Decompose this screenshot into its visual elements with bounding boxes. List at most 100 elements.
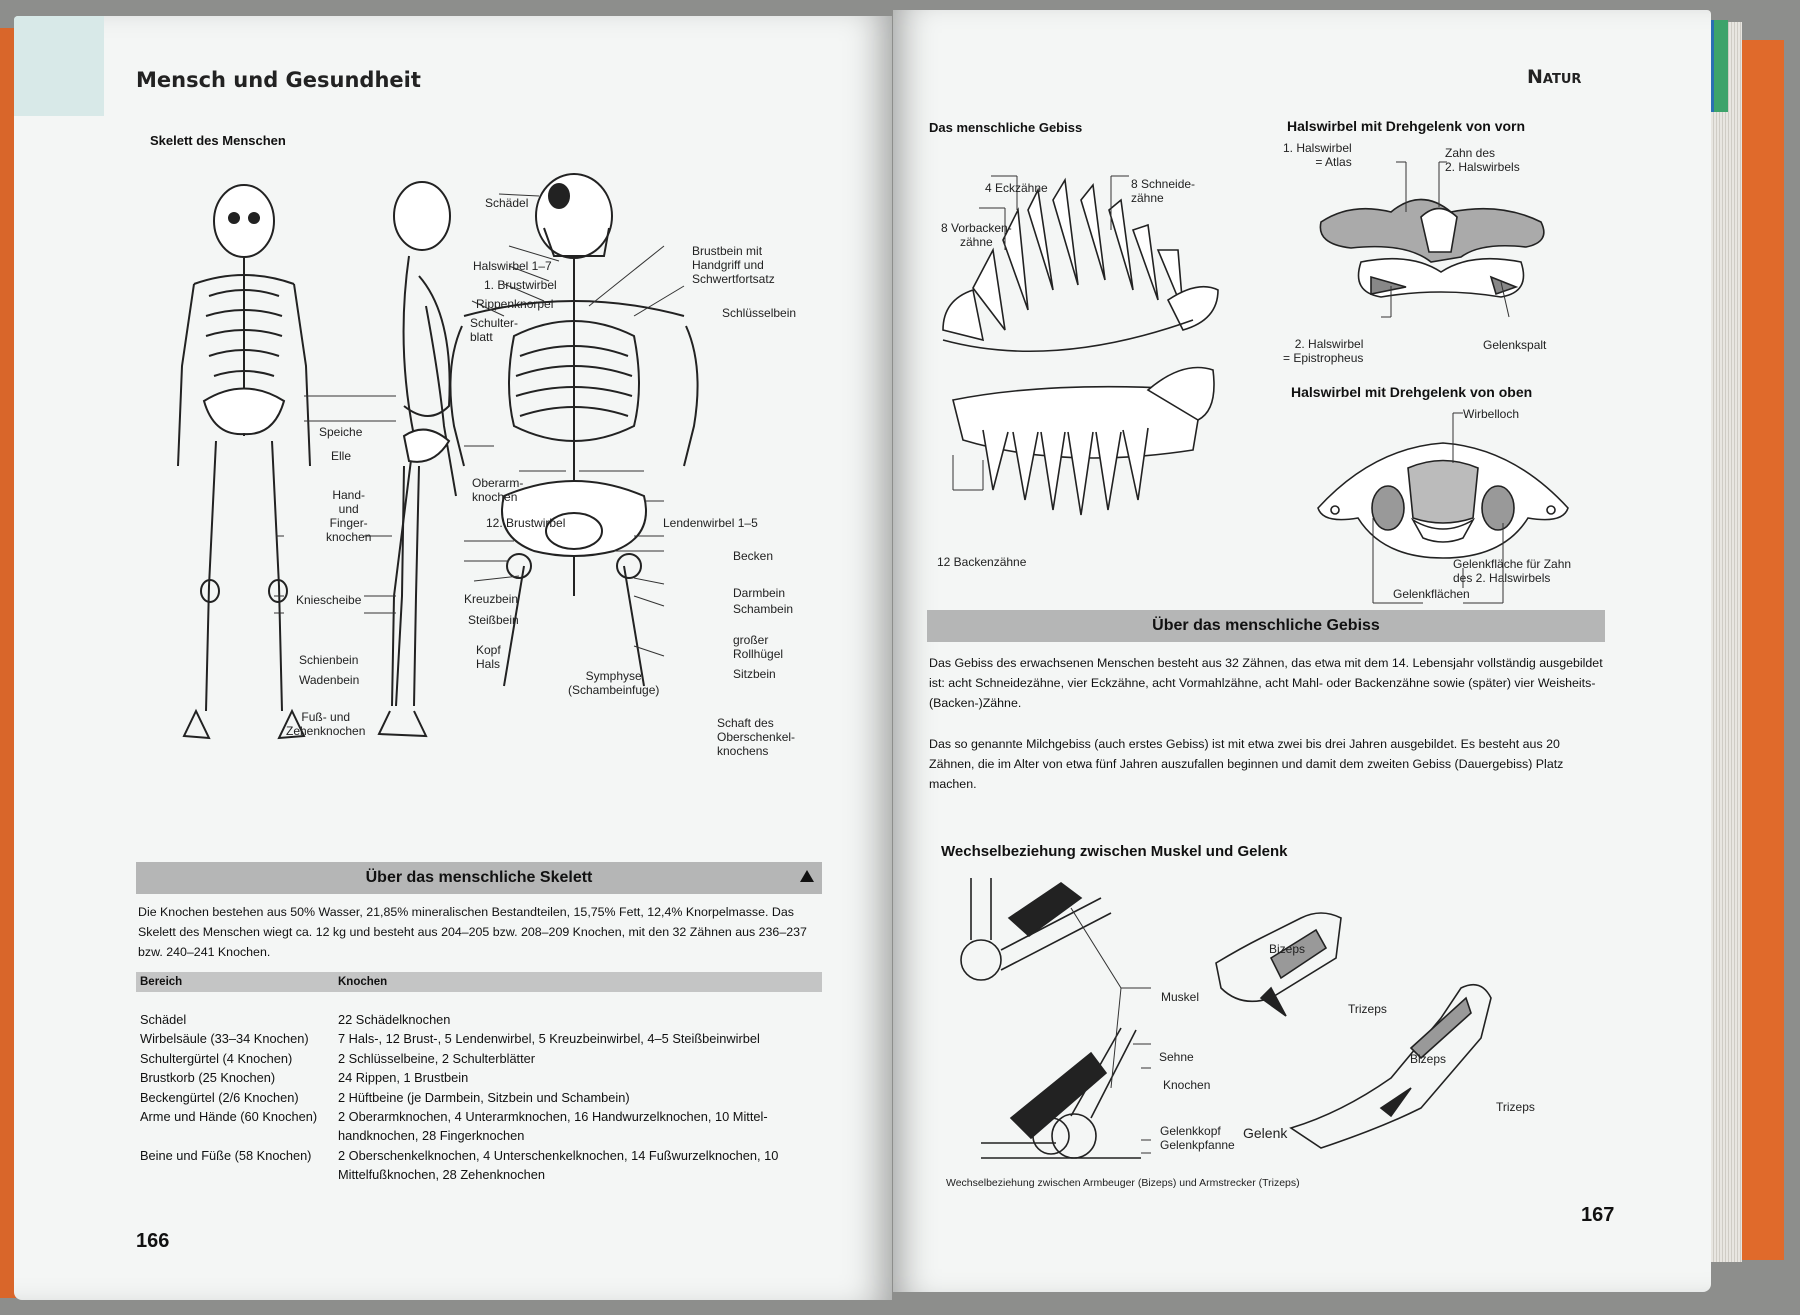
label-epistropheus: 2. Halswirbel = Epistropheus bbox=[1283, 337, 1364, 365]
table-cell: Schädel bbox=[140, 1012, 187, 1027]
table-cell: 7 Hals-, 12 Brust-, 5 Lendenwirbel, 5 Kr… bbox=[338, 1031, 760, 1047]
label-elle: Elle bbox=[331, 449, 352, 463]
table-header-cell: Knochen bbox=[338, 976, 388, 988]
label-symphyse: Symphyse (Schambeinfuge) bbox=[568, 669, 660, 697]
label-brustwirbel-12: 12. Brustwirbel bbox=[486, 516, 566, 530]
skelett-info-text: Die Knochen bestehen aus 50% Wasser, 21,… bbox=[138, 905, 807, 959]
label-kopf-hals: Kopf Hals bbox=[476, 643, 501, 671]
figure-caption: Wechselbeziehung zwischen Armbeuger (Biz… bbox=[946, 1177, 1300, 1189]
muscle-joint-figure bbox=[960, 878, 1492, 1159]
running-head: Mensch und Gesundheit bbox=[136, 68, 421, 92]
book-cover-right bbox=[1736, 40, 1784, 1260]
label-bizeps-1: Bizeps bbox=[1269, 942, 1306, 956]
skelett-info-bar: Über das menschliche Skelett bbox=[136, 862, 822, 894]
table-header: Bereich Knochen bbox=[136, 972, 822, 992]
label-wadenbein: Wadenbein bbox=[299, 673, 360, 687]
table-cell: 24 Rippen, 1 Brustbein bbox=[338, 1070, 469, 1086]
label-schneidezaehne: 8 Schneide- zähne bbox=[1131, 177, 1196, 205]
tab-green-2 bbox=[1714, 20, 1728, 112]
table-cell: Arme und Hände (60 Knochen) bbox=[140, 1109, 318, 1125]
label-hand: Hand- und Finger- knochen bbox=[326, 488, 372, 544]
page-number-left: 166 bbox=[136, 1230, 170, 1252]
label-schaedel: Schädel bbox=[485, 196, 529, 210]
label-sehne: Sehne bbox=[1159, 1050, 1194, 1064]
label-becken: Becken bbox=[733, 549, 774, 563]
label-brustbein: Brustbein mit Handgriff und Schwertforts… bbox=[692, 244, 775, 286]
table-cell: 22 Schädelknochen bbox=[338, 1012, 451, 1027]
label-gelenkflaechen: Gelenkflächen bbox=[1393, 587, 1470, 601]
label-lendenwirbel: Lendenwirbel 1–5 bbox=[663, 516, 758, 530]
label-schulterblatt: Schulter- blatt bbox=[470, 316, 519, 344]
table-cell: Beckengürtel (2/6 Knochen) bbox=[140, 1089, 299, 1105]
label-vorbackenzaehne: 8 Vorbacken- zähne bbox=[941, 221, 1012, 249]
label-rollhuegel: großer Rollhügel bbox=[733, 633, 784, 661]
label-zahn: Zahn des 2. Halswirbels bbox=[1445, 146, 1520, 174]
label-wirbelloch: Wirbelloch bbox=[1463, 407, 1520, 421]
label-fuss: Fuß- und Zehenknochen bbox=[286, 710, 366, 738]
bones-table: Bereich Knochen Schädel 22 Schädelknochen… bbox=[136, 972, 822, 1185]
table-cell: 2 Oberarmknochen, 4 Unterarmknochen, 16 … bbox=[338, 1109, 768, 1144]
table-row: Arme und Hände (60 Knochen) 2 Oberarmknoc… bbox=[136, 1107, 822, 1146]
gebiss-info-bar: Über das menschliche Gebiss bbox=[927, 610, 1605, 642]
table-cell: Schultergürtel (4 Knochen) bbox=[140, 1050, 293, 1066]
left-page: Mensch und Gesundheit Skelett des Mensch… bbox=[14, 16, 892, 1300]
label-trizeps-1: Trizeps bbox=[1348, 1002, 1387, 1016]
label-atlas: 1. Halswirbel = Atlas bbox=[1283, 141, 1352, 169]
label-knochen: Knochen bbox=[1163, 1078, 1211, 1092]
table-row: Beine und Füße (58 Knochen) 2 Oberschenke… bbox=[136, 1146, 822, 1185]
page-number-right: 167 bbox=[1581, 1204, 1615, 1226]
label-kreuzbein: Kreuzbein bbox=[464, 592, 519, 606]
table-cell: 2 Hüftbeine (je Darmbein, Sitzbein und S… bbox=[338, 1089, 630, 1105]
vertebra-front-figure bbox=[1319, 161, 1545, 318]
label-backenzaehne: 12 Backenzähne bbox=[937, 555, 1027, 569]
label-gelenk: Gelenk bbox=[1243, 1125, 1288, 1141]
running-head-right: Natur bbox=[1527, 66, 1582, 88]
table-cell: Brustkorb (25 Knochen) bbox=[140, 1070, 276, 1086]
table-cell: Beine und Füße (58 Knochen) bbox=[140, 1147, 312, 1163]
gebiss-info-text-1: Das Gebiss des erwachsenen Menschen best… bbox=[929, 656, 1603, 710]
hw-front-title: Halswirbel mit Drehgelenk von vorn bbox=[1287, 118, 1526, 134]
label-trizeps-2: Trizeps bbox=[1496, 1100, 1535, 1114]
hw-top-title: Halswirbel mit Drehgelenk von oben bbox=[1291, 384, 1533, 400]
label-gelenkpfanne: Gelenkpfanne bbox=[1160, 1138, 1235, 1152]
label-muskel: Muskel bbox=[1161, 990, 1200, 1004]
label-gelenkkopf: Gelenkkopf bbox=[1160, 1124, 1221, 1138]
gebiss-title: Das menschliche Gebiss bbox=[929, 120, 1083, 135]
table-row: Brustkorb (25 Knochen) 24 Rippen, 1 Brust… bbox=[136, 1068, 822, 1087]
vertebra-top-figure bbox=[1317, 412, 1569, 604]
gebiss-info-text-2: Das so genannte Milchgebiss (auch erstes… bbox=[929, 737, 1564, 791]
label-schluesselbein: Schlüsselbein bbox=[722, 306, 797, 320]
header-tint bbox=[14, 16, 104, 116]
label-gelenkspalt: Gelenkspalt bbox=[1483, 338, 1547, 352]
table-row: Schädel 22 Schädelknochen bbox=[136, 1010, 822, 1029]
label-schaft: Schaft des Oberschenkel- knochens bbox=[717, 716, 796, 758]
label-bizeps-2: Bizeps bbox=[1410, 1052, 1447, 1066]
right-page: Natur Das menschliche Gebiss bbox=[893, 10, 1711, 1292]
label-gelenkflaeche: Gelenkfläche für Zahn des 2. Halswirbels bbox=[1453, 557, 1572, 585]
label-darmbein: Darmbein bbox=[733, 586, 786, 600]
section-title: Skelett des Menschen bbox=[150, 133, 286, 148]
table-row: Wirbelsäule (33–34 Knochen) 7 Hals-, 12 B… bbox=[136, 1029, 822, 1048]
label-oberarmknochen: Oberarm- knochen bbox=[472, 476, 524, 504]
teeth-figure bbox=[942, 175, 1219, 516]
table-cell: 2 Oberschenkelknochen, 4 Unterschenkelkn… bbox=[338, 1147, 779, 1183]
label-brustwirbel-1: 1. Brustwirbel bbox=[484, 278, 557, 292]
label-eckzaehne: 4 Eckzähne bbox=[985, 181, 1048, 195]
skeleton-figure bbox=[177, 173, 699, 740]
label-rippenknorpel: Rippenknorpel bbox=[476, 297, 554, 311]
label-sitzbein: Sitzbein bbox=[733, 667, 776, 681]
table-cell: 2 Schlüsselbeine, 2 Schulterblätter bbox=[338, 1050, 536, 1066]
muskel-title: Wechselbeziehung zwischen Muskel und Gel… bbox=[941, 843, 1288, 860]
table-row: Schultergürtel (4 Knochen) 2 Schlüsselbei… bbox=[136, 1049, 822, 1068]
table-row: Beckengürtel (2/6 Knochen) 2 Hüftbeine (j… bbox=[136, 1088, 822, 1107]
label-kniescheibe: Kniescheibe bbox=[296, 593, 362, 607]
triangle-marker-icon bbox=[800, 870, 814, 882]
label-schambein: Schambein bbox=[733, 602, 794, 616]
label-schienbein: Schienbein bbox=[299, 653, 359, 667]
label-speiche: Speiche bbox=[319, 425, 363, 439]
label-steissbein: Steißbein bbox=[468, 613, 519, 627]
label-halswirbel: Halswirbel 1–7 bbox=[473, 259, 552, 273]
table-header-cell: Bereich bbox=[140, 976, 183, 988]
table-cell: Wirbelsäule (33–34 Knochen) bbox=[140, 1031, 309, 1047]
